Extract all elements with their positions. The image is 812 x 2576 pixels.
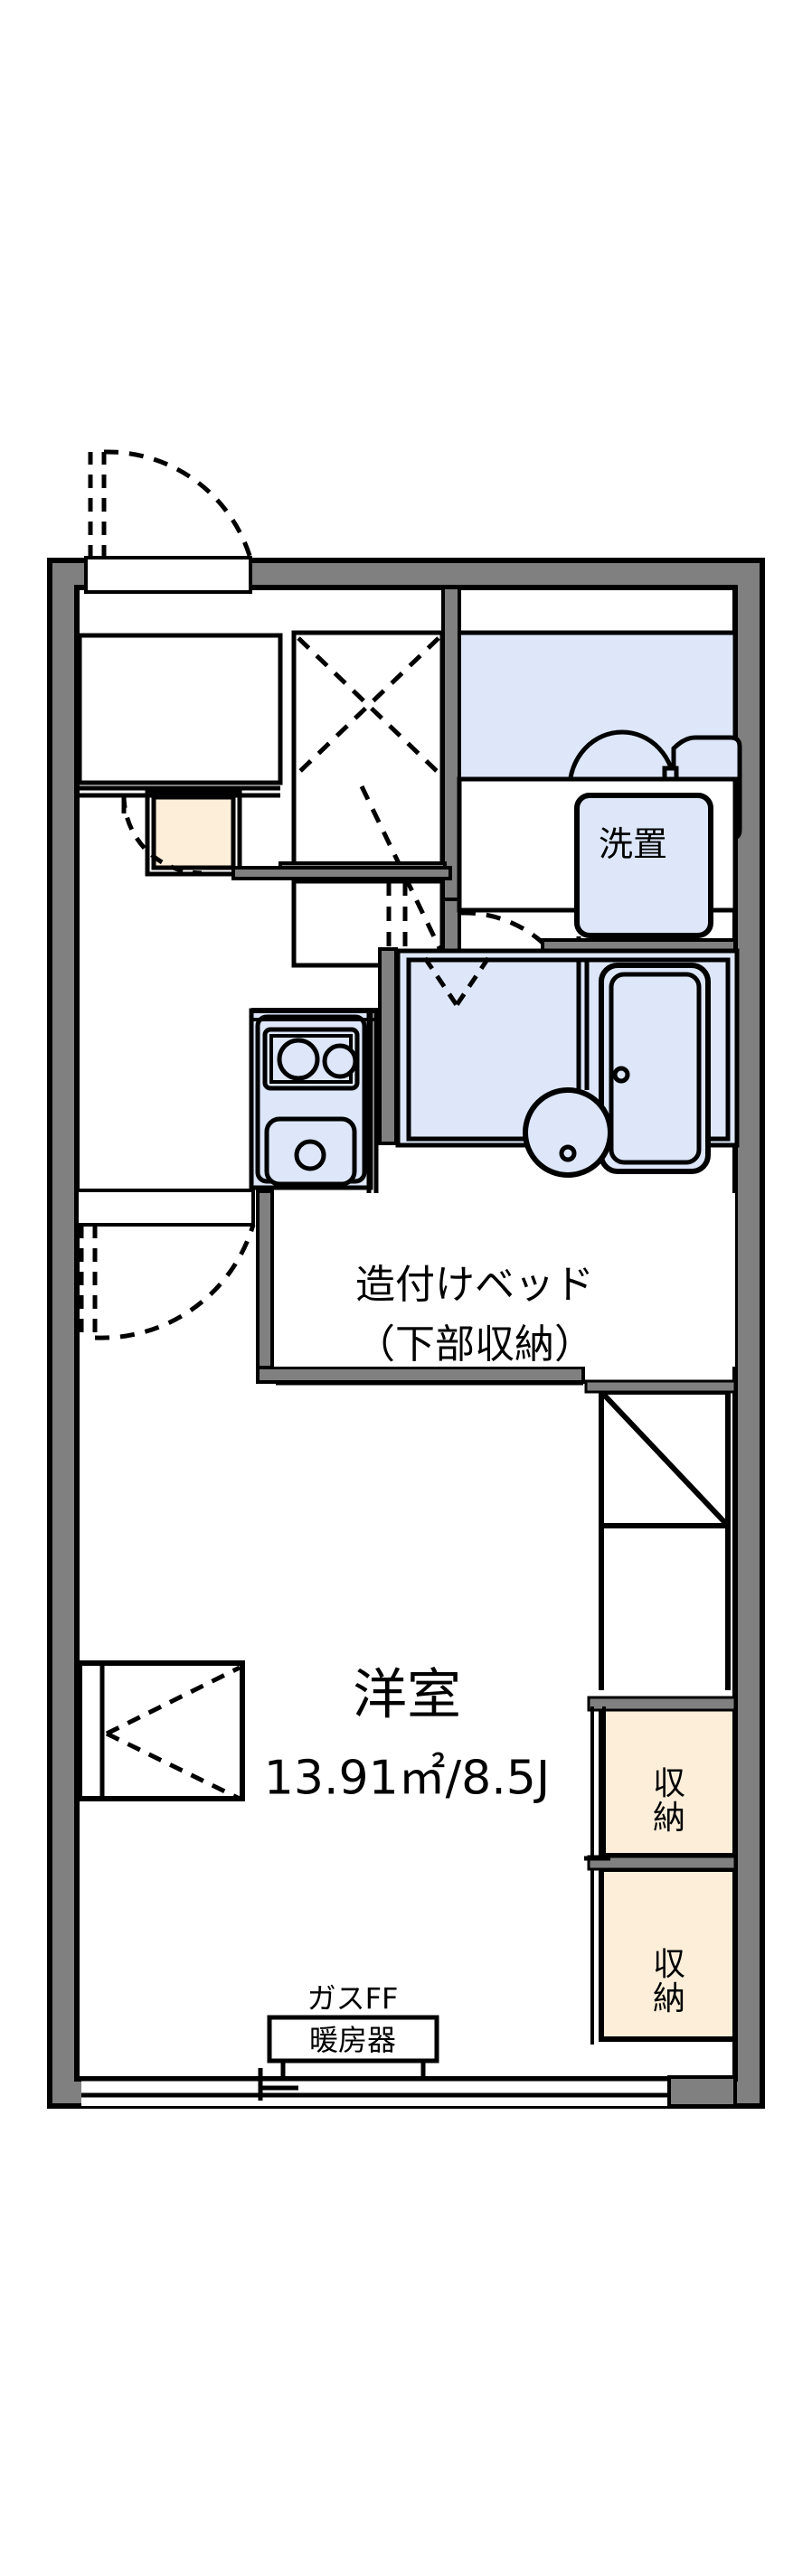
washer-place-label: 洗置	[598, 824, 668, 865]
vestibule-closet	[291, 630, 445, 879]
balcony-window	[81, 2068, 737, 2108]
kitchen-sink	[264, 1116, 357, 1187]
closet-lower-label: 収納	[652, 1946, 685, 2017]
built-in-bed-sublabel: （下部収納）	[355, 1321, 594, 1368]
room-area-label: 13.91㎡/8.5J	[263, 1751, 551, 1806]
shoe-cabinet	[121, 788, 242, 877]
room-name-label: 洋室	[353, 1663, 461, 1727]
built-in-bed	[256, 1189, 735, 1386]
bathtub	[599, 963, 711, 1174]
closet-lower	[584, 1855, 738, 2045]
washroom	[457, 776, 738, 954]
upper-shelf	[584, 1379, 737, 1690]
entrance-hall	[77, 633, 283, 798]
main-room-window	[77, 1660, 245, 1801]
closet-upper	[587, 1696, 738, 1871]
heater-label: 暖房器	[308, 2023, 397, 2058]
closet-upper-label: 収納	[652, 1765, 685, 1837]
unit-bath	[378, 947, 740, 1178]
gas-ff-label: ガスFF	[307, 1981, 399, 2017]
gas-ff-heater	[267, 2015, 439, 2090]
built-in-bed-label: 造付けベッド	[355, 1261, 594, 1308]
kitchen	[249, 1008, 379, 1193]
kitchen-side-door	[75, 1189, 256, 1340]
two-burner-gas-stove	[262, 1027, 360, 1091]
round-wash-basin	[523, 960, 613, 1178]
entrance-door	[84, 449, 253, 594]
washing-machine-pan	[574, 793, 713, 938]
